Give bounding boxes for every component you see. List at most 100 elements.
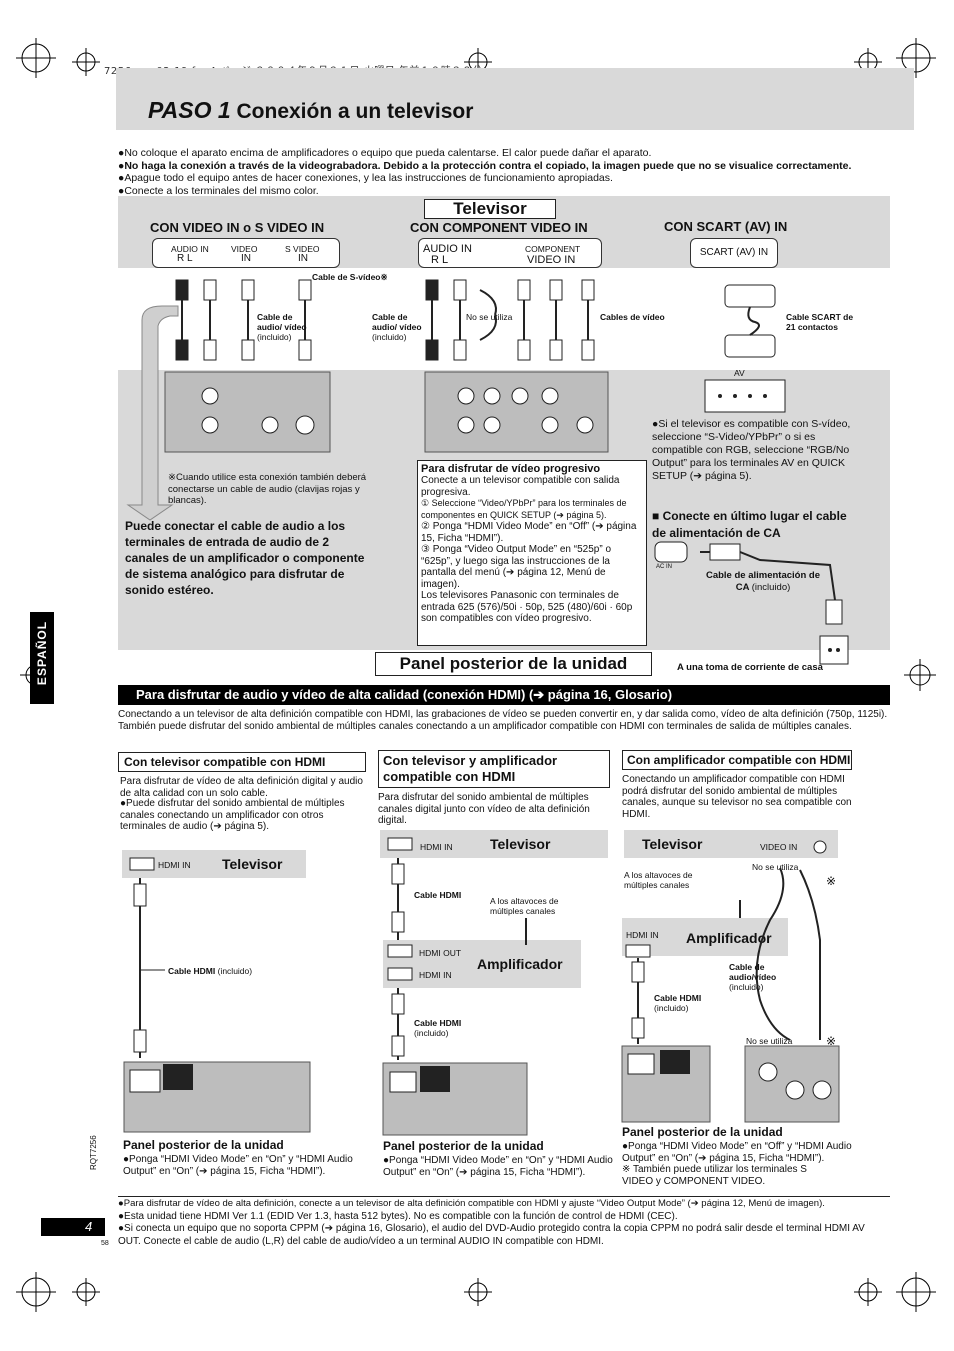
tv-label: Televisor [642, 836, 703, 852]
bullet-item: ●Conecte a los terminales del mismo colo… [118, 184, 319, 197]
tv-label: Televisor [490, 836, 551, 852]
amp-label: Amplificador [686, 930, 772, 946]
amp-label: Amplificador [477, 956, 563, 972]
title-step: PASO 1 [148, 97, 231, 123]
hdmi-col3-footnote: ※ También puede utilizar los terminales … [622, 1164, 807, 1187]
bullet-item: ●No coloque el aparato encima de amplifi… [118, 147, 652, 159]
progressive-intro: Conecte a un televisor compatible con sa… [421, 475, 620, 498]
hdmi-col3-not-used1: No se utiliza [752, 862, 799, 872]
label-text: Cable HDMI [414, 1018, 462, 1028]
page-title: PASO 1 Conexión a un televisor [148, 97, 473, 124]
title-band [116, 68, 914, 130]
footnote-mark: ※ [380, 272, 388, 282]
hdmi-col1-panel-note: ●Ponga “HDMI Video Mode” en “On” y “HDMI… [123, 1154, 353, 1177]
label-sub: (incluido) [372, 332, 407, 342]
hdmi-col3-title: Con amplificador compatible con HDMI [622, 750, 852, 770]
hdmi-col2-tv-box: HDMI IN Televisor [380, 830, 608, 858]
hdmi-in-label: HDMI IN [420, 842, 453, 852]
label-text: Cable HDMI [168, 966, 216, 976]
intro-bullets: ●No coloque el aparato encima de amplifi… [118, 147, 851, 197]
col3-port: SCART (AV) IN [690, 238, 778, 268]
footer-bullet: ●Esta unidad tiene HDMI Ver 1.1 (EDID Ve… [118, 1210, 678, 1222]
hdmi-col3-panel-note: ●Ponga “HDMI Video Mode” en “Off” y “HDM… [622, 1141, 852, 1164]
hdmi-col1-text: Para disfrutar de vídeo de alta definici… [120, 776, 363, 799]
port-label: AUDIO IN [171, 244, 209, 254]
col2-ports: AUDIO IN R L COMPONENT VIDEO IN [418, 238, 602, 268]
progressive-title: Para disfrutar de vídeo progresivo [421, 463, 601, 475]
port-label: COMPONENT [525, 244, 581, 254]
ac-in-label: AC IN [656, 564, 673, 570]
label-text: Cable de alimentación de CA [705, 570, 821, 593]
label-text: Cable de audio/vídeo [729, 962, 777, 982]
page-small-number: 58 [101, 1240, 109, 1247]
audio-note: Puede conectar el cable de audio a los t… [125, 519, 365, 597]
footer-bullets: ●Para disfrutar de vídeo de alta definic… [118, 1198, 890, 1248]
hdmi-col1-bullet: ●Puede disfrutar del sonido ambiental de… [120, 798, 345, 832]
page-number: 4 [41, 1218, 105, 1236]
hdmi-col2-text: Para disfrutar del sonido ambiental de m… [378, 792, 590, 826]
col1-title: CON VIDEO IN o S VIDEO IN [150, 220, 325, 235]
port-label: AUDIO IN [423, 243, 472, 255]
scart-cable-label: Cable SCART de 21 contactos [786, 312, 854, 332]
hdmi-in-label: HDMI IN [626, 930, 659, 940]
hdmi-in-label: HDMI IN [419, 970, 452, 980]
label-sub: (incluido) [257, 332, 292, 342]
video-in-label: VIDEO IN [760, 842, 798, 852]
progressive-step: ③ Ponga “Video Output Mode” en “525p” o … [421, 544, 612, 590]
col2-title: CON COMPONENT VIDEO IN [410, 220, 588, 235]
outlet-label: A una toma de corriente de casa [677, 662, 823, 673]
hdmi-col3-text: Conectando un amplificador compatible co… [622, 774, 852, 820]
bullet-item: ●No haga la conexión a través de la vide… [118, 159, 852, 172]
port-label: VIDEO [231, 244, 258, 254]
video-cables-label: Cables de vídeo [600, 312, 665, 322]
port-label: R L [431, 254, 449, 266]
av-cable-label-a: Cable de audio/ vídeo (incluido) [257, 312, 307, 342]
hdmi-col1-tv-box: HDMI IN Televisor [122, 850, 306, 878]
port-label: IN [241, 253, 251, 264]
av-label: AV [734, 368, 745, 378]
av-cable-label-b: Cable de audio/ vídeo (incluido) [372, 312, 427, 342]
hdmi-col2-speakers: A los altavoces de múltiples canales [490, 896, 559, 916]
title-text: Conexión a un televisor [236, 100, 474, 123]
hdmi-col3-speakers: A los altavoces de múltiples canales [624, 870, 693, 890]
port-label: VIDEO IN [527, 254, 576, 266]
hdmi-out-label: HDMI OUT [419, 948, 462, 958]
hdmi-banner: Para disfrutar de audio y vídeo de alta … [118, 685, 890, 705]
not-used-label: No se utiliza [466, 312, 513, 322]
hdmi-col3-tv-box: Televisor VIDEO IN [624, 830, 838, 858]
doc-code: RQT7256 [89, 1135, 98, 1170]
hdmi-col3-panel: Panel posterior de la unidad [622, 1125, 783, 1139]
label-sub: (incluido) [654, 1003, 689, 1013]
hdmi-col3-not-used2: No se utiliza [746, 1036, 793, 1046]
label-text: Cable de S-vídeo [312, 272, 381, 282]
label-text: Cable de audio/ vídeo [257, 312, 307, 332]
rear-panel-title: Panel posterior de la unidad [375, 652, 652, 676]
bullet-item: ●Apague todo el equipo antes de hacer co… [118, 172, 613, 184]
tv-heading: Televisor [424, 199, 556, 219]
footer-rule [118, 1196, 890, 1197]
hdmi-col2-title: Con televisor y amplificador compatible … [378, 750, 610, 788]
port-label: IN [298, 253, 308, 264]
hdmi-col2-cable1: Cable HDMI [414, 890, 462, 900]
label-sub: (incluido) [751, 581, 791, 593]
progressive-step: ① Seleccione “Video/YPbPr” para los term… [421, 498, 627, 520]
port-label: R L [177, 253, 193, 264]
label-text: Cable de audio/ vídeo [372, 312, 422, 332]
col3-title: CON SCART (AV) IN [664, 219, 788, 234]
hdmi-intro: Conectando a un televisor de alta defini… [118, 709, 888, 732]
hdmi-col3-av-cable: Cable de audio/vídeo (incluido) [729, 962, 799, 992]
hdmi-col1-cable-label: Cable HDMI (incluido) [168, 966, 252, 976]
footer-bullet: ●Para disfrutar de vídeo de alta definic… [118, 1198, 825, 1209]
footer-bullet: ●Si conecta un equipo que no soporta CPP… [118, 1223, 865, 1247]
hdmi-col1-panel: Panel posterior de la unidad [123, 1138, 284, 1152]
hdmi-col3-cable: Cable HDMI (incluido) [654, 993, 701, 1013]
label-sub: (incluido) [729, 982, 764, 992]
svideo-cable-label: Cable de S-vídeo※ [312, 272, 388, 282]
tv-label: Televisor [222, 856, 283, 872]
progressive-footer: Los televisores Panasonic con terminales… [421, 590, 633, 624]
hdmi-col3-mark1: ※ [826, 874, 837, 888]
hdmi-col2-cable2: Cable HDMI (incluido) [414, 1018, 461, 1038]
